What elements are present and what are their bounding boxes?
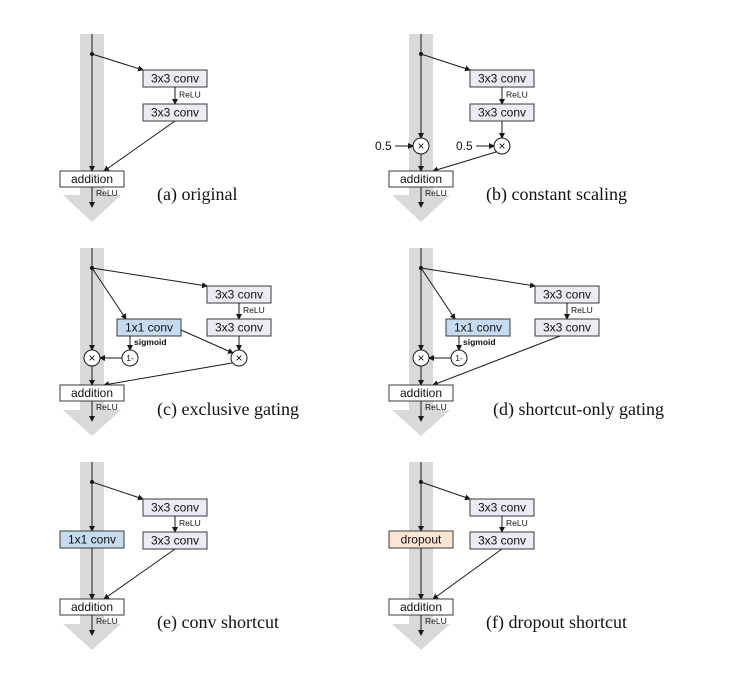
scale-label-residual: 0.5 [456,139,473,153]
conv-label: 3x3 conv [478,534,526,548]
conv-label: 3x3 conv [478,106,526,120]
residual-arrow [103,548,176,600]
to-conv1-arrow [420,481,471,501]
conv-label: 3x3 conv [151,72,199,86]
to-gate-arrow [420,267,456,320]
relu-label: ReLU [96,402,118,412]
sigmoid-label: sigmoid [463,337,496,347]
relu-label: ReLU [96,616,118,626]
one-minus-label: 1- [126,353,134,363]
residual-arrow [103,362,233,388]
to-conv1-arrow [91,481,144,501]
conv-label: 3x3 conv [478,72,526,86]
relu-label: ReLU [179,518,201,528]
dropout-label: dropout [401,533,442,547]
panel-b-constant-scaling: 3x3 conv ReLU 3x3 conv × × 0.5 0.5 addit… [375,34,627,222]
caption-a: (a) original [157,184,237,205]
shortcut-conv-label: 1x1 conv [68,533,116,547]
addition-label: addition [71,172,113,186]
to-conv1-arrow [420,267,536,289]
panel-d-shortcut-only-gating: 3x3 conv ReLU 3x3 conv 1x1 conv sigmoid … [388,248,664,436]
scale-label-shortcut: 0.5 [375,139,392,153]
gate-conv-label: 1x1 conv [454,321,502,335]
panel-a-original: 3x3 conv ReLU 3x3 conv addition ReLU (a)… [59,34,237,222]
gate-to-residual-mult-arrow [180,329,234,354]
to-conv1-arrow [91,53,144,72]
residual-arrow [432,548,503,600]
panel-f-dropout-shortcut: 3x3 conv ReLU 3x3 conv dropout addition … [388,462,627,650]
multiply-symbol: × [235,351,242,365]
conv-label: 3x3 conv [543,288,591,302]
relu-label: ReLU [425,188,447,198]
caption-f: (f) dropout shortcut [486,612,627,633]
relu-label: ReLU [571,305,593,315]
relu-label: ReLU [243,305,265,315]
conv-label: 3x3 conv [478,501,526,515]
addition-label: addition [71,600,113,614]
conv-label: 3x3 conv [151,106,199,120]
gate-conv-box [116,318,182,337]
relu-label: ReLU [96,188,118,198]
multiply-symbol: × [88,351,95,365]
gate-conv-box [445,318,511,337]
sigmoid-label: sigmoid [134,337,167,347]
panel-c-exclusive-gating: 3x3 conv ReLU 3x3 conv 1x1 conv sigmoid … [59,248,299,436]
multiply-symbol: × [417,139,424,153]
addition-label: addition [400,386,442,400]
relu-label: ReLU [425,402,447,412]
caption-d: (d) shortcut-only gating [493,399,664,420]
multiply-symbol: × [498,139,505,153]
addition-label: addition [71,386,113,400]
addition-label: addition [400,172,442,186]
multiply-symbol: × [417,351,424,365]
relu-label: ReLU [506,518,528,528]
conv-box-2 [534,318,600,337]
caption-c: (c) exclusive gating [157,399,299,420]
relu-label: ReLU [425,616,447,626]
caption-b: (b) constant scaling [486,184,627,205]
conv-label: 3x3 conv [543,321,591,335]
panel-e-conv-shortcut: 3x3 conv ReLU 3x3 conv 1x1 conv addition… [59,462,279,650]
to-conv1-arrow [91,267,208,289]
relu-label: ReLU [179,90,201,100]
to-conv1-arrow [420,53,471,72]
conv-label: 3x3 conv [215,321,263,335]
one-minus-label: 1- [455,353,463,363]
to-gate-arrow [91,267,127,320]
conv-label: 3x3 conv [215,288,263,302]
conv-label: 3x3 conv [151,501,199,515]
multiply-node-residual [230,349,248,367]
conv-label: 3x3 conv [151,534,199,548]
caption-e: (e) conv shortcut [157,612,279,633]
residual-arrow [432,335,561,386]
relu-label: ReLU [506,90,528,100]
addition-label: addition [400,600,442,614]
residual-arrow [432,151,497,173]
gate-conv-label: 1x1 conv [125,321,173,335]
residual-arrow [103,120,176,172]
